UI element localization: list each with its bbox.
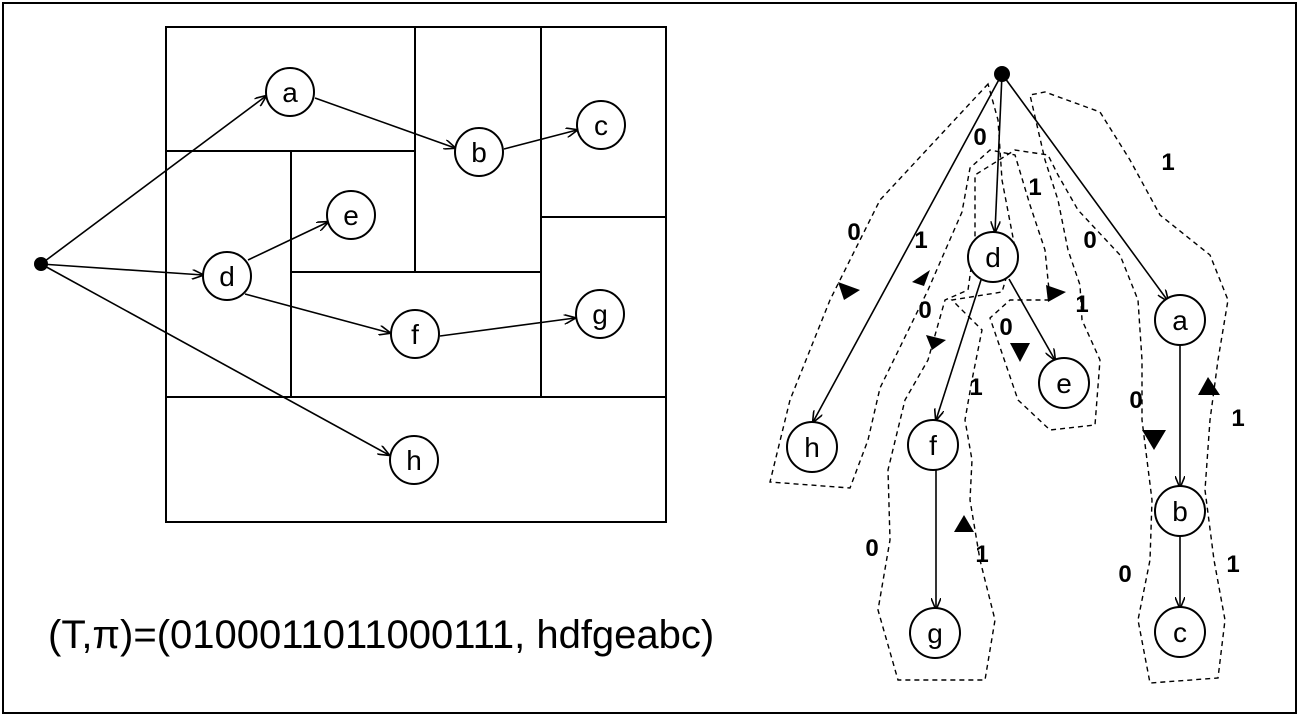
bit-root-d-down: 0 [973,124,986,151]
bit-d-f-down: 0 [918,297,931,324]
floorplan-node-g: g [575,289,625,339]
bit-root-a-down: 0 [1083,227,1096,254]
floorplan-node-a: a [265,67,315,117]
bit-root-h-up: 1 [914,227,927,254]
bit-d-e-up: 1 [1075,291,1088,318]
edge-a-b [314,97,455,148]
bit-a-b-up: 1 [1231,405,1244,432]
svg-text:g: g [592,299,608,330]
tree-edge-d-f [936,279,982,420]
tree: d h f e a g b c 0 [769,66,1245,684]
marker-down-root-h [838,282,860,300]
floorplan-node-e: e [326,190,376,240]
svg-text:g: g [927,618,943,649]
bit-root-a-up: 1 [1161,149,1174,176]
tree-node-a: a [1154,294,1206,346]
svg-text:f: f [411,319,419,350]
svg-text:a: a [1172,305,1188,336]
svg-text:e: e [1056,368,1072,399]
tree-node-f: f [907,419,959,471]
svg-text:h: h [804,432,820,463]
bit-d-e-down: 0 [999,314,1012,341]
traversal-contour [769,82,1229,684]
tree-node-e: e [1038,357,1090,409]
marker-down-root-d-left [926,335,946,350]
edge-source-h [40,263,389,455]
tree-node-h: h [786,421,838,473]
svg-text:d: d [985,242,1001,273]
tree-edge-d-e [1008,278,1055,360]
edge-source-a [40,96,266,265]
bit-root-d-up: 1 [1028,174,1041,201]
edge-b-c [503,130,577,150]
traversal-direction-markers [838,270,1220,532]
tree-edges [813,73,1180,609]
edge-d-f [244,293,390,333]
tree-node-g: g [909,607,961,659]
svg-text:b: b [1172,496,1188,527]
floorplan-partitions [166,27,666,398]
svg-text:b: b [471,137,487,168]
floorplan-node-b: b [454,127,504,177]
svg-text:a: a [282,77,298,108]
tree-node-d: d [967,231,1019,283]
tree-node-c: c [1154,606,1206,658]
tree-node-b: b [1154,485,1206,537]
bit-a-b-down: 0 [1129,387,1142,414]
bit-b-c-down: 0 [1118,561,1131,588]
svg-text:f: f [929,430,937,461]
floorplan-node-d: d [202,251,252,301]
marker-up-d-e [1046,285,1066,302]
floorplan-edges [40,96,577,455]
marker-up-a-b [1198,377,1220,395]
edge-d-e [247,222,328,261]
edge-source-d [40,263,203,275]
svg-text:e: e [343,200,359,231]
tree-bit-labels: 0 1 0 1 0 1 0 1 0 1 0 1 0 1 0 1 [847,124,1244,588]
encoding-formula: (T,π)=(0100011011000111, hdfgeabc) [48,613,714,657]
tree-edge-root-d [995,73,1003,232]
svg-text:d: d [219,261,235,292]
bit-b-c-up: 1 [1226,551,1239,578]
bit-d-f-up: 1 [969,374,982,401]
tree-edge-root-h [813,73,1003,422]
edge-f-g [439,318,575,337]
svg-text:c: c [594,110,608,141]
bit-f-g-down: 0 [865,535,878,562]
floorplan-node-h: h [389,435,439,485]
bit-root-h-down: 0 [847,219,860,246]
marker-up-root-h [912,270,930,286]
svg-text:h: h [406,445,422,476]
floorplan-node-f: f [390,309,440,359]
bit-f-g-up: 1 [975,541,988,568]
svg-text:c: c [1173,617,1187,648]
floorplan: a b c d e f g h [34,26,667,523]
floorplan-node-c: c [576,100,626,150]
tree-edge-root-a [1001,73,1168,301]
marker-down-d-e [1010,343,1030,362]
marker-down-a-b [1142,430,1166,450]
marker-up-f-g [954,515,974,532]
